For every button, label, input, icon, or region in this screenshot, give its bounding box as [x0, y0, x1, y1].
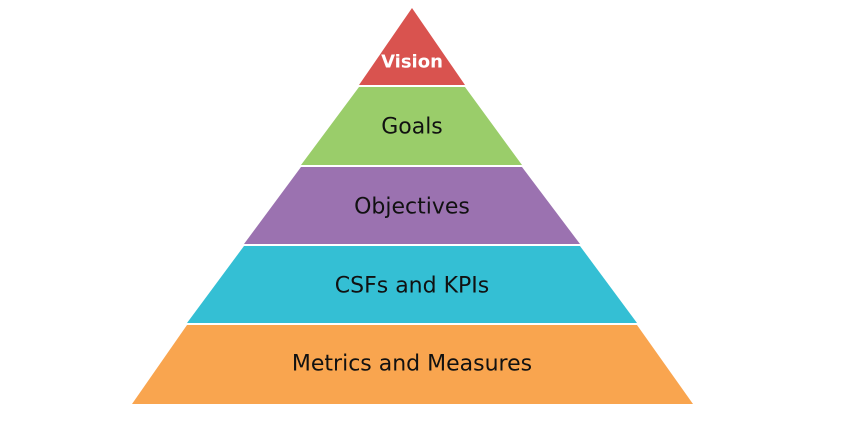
- tier-objectives-shape: [244, 167, 580, 244]
- tier-goals-shape: [301, 87, 522, 165]
- tier-csfs-kpis-shape: [187, 246, 637, 323]
- tier-vision-label: Vision: [381, 52, 443, 73]
- tier-metrics-measures-label: Metrics and Measures: [292, 352, 532, 377]
- tier-csfs-kpis-label: CSFs and KPIs: [335, 274, 489, 299]
- tier-objectives-label: Objectives: [354, 195, 470, 220]
- tier-vision-shape: [359, 8, 465, 85]
- tier-goals-label: Goals: [381, 115, 443, 140]
- tier-metrics-measures-shape: [132, 325, 693, 404]
